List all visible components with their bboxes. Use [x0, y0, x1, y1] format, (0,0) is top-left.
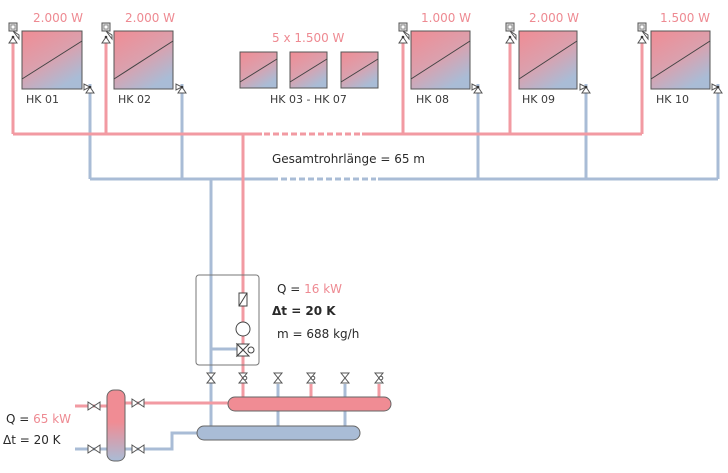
shutoff-valve-icon[interactable] [272, 372, 284, 384]
radiator-diagonal [239, 58, 278, 83]
radiator-diagonal [289, 58, 328, 83]
buffer-tank[interactable] [106, 389, 126, 462]
radiator-power: 2.000 W [529, 11, 579, 25]
source-heat-load: Q = 65 kW [6, 412, 71, 426]
pipe-length-label: Gesamtrohrlänge = 65 m [272, 152, 425, 166]
pump-group[interactable] [195, 274, 260, 366]
return-tank-to-manifold [124, 431, 197, 451]
radiator-label: HK 01 [26, 93, 59, 106]
thermostat-valve-icon[interactable] [8, 22, 20, 44]
thermostat-valve-icon[interactable] [505, 22, 517, 44]
radiator-power: 2.000 W [33, 11, 83, 25]
thermostat-valve-icon[interactable] [101, 22, 113, 44]
shutoff-valve-icon[interactable] [339, 372, 351, 384]
return-valve-icon[interactable] [579, 83, 591, 94]
radiator-valves [8, 22, 723, 94]
shutoff-valve-icon[interactable] [205, 372, 217, 384]
mixing-valve-icon [235, 342, 255, 358]
pump-icon [235, 321, 251, 337]
radiator-label: HK 08 [416, 93, 449, 106]
radiator-diagonal [410, 40, 471, 80]
thermostat-valve-icon[interactable] [398, 22, 410, 44]
check-valve-icon [238, 292, 248, 307]
circuit-info: Q = 16 kW Δt = 20 K m = 688 kg/h [272, 282, 359, 341]
source-info: Q = 65 kW Δt = 20 K [3, 412, 71, 447]
radiator-hk01[interactable]: 2.000 W HK 01 [21, 11, 83, 106]
return-pipe-network [75, 84, 720, 451]
supply-manifold[interactable] [227, 396, 392, 412]
radiator-label: HK 10 [656, 93, 689, 106]
thermostat-valve-icon[interactable] [637, 22, 649, 44]
shutoff-valve-icon[interactable] [87, 401, 101, 411]
radiator-hk08[interactable]: 1.000 W HK 08 [410, 11, 471, 106]
shutoff-valve-icon[interactable] [87, 444, 101, 454]
return-valve-icon[interactable] [471, 83, 483, 94]
radiator-diagonal [340, 58, 379, 83]
tank-valves [87, 398, 145, 454]
radiator-hk02[interactable]: 2.000 W HK 02 [113, 11, 175, 106]
radiator-hk09[interactable]: 2.000 W HK 09 [518, 11, 579, 106]
pump-group-housing [195, 274, 260, 366]
return-valve-icon[interactable] [83, 83, 95, 94]
radiator-hk10[interactable]: 1.500 W HK 10 [650, 11, 711, 106]
shutoff-valve-icon[interactable] [131, 444, 145, 454]
radiator-group-label: HK 03 - HK 07 [270, 93, 347, 106]
radiator-label: HK 02 [118, 93, 151, 106]
return-valve-icon[interactable] [711, 83, 723, 94]
radiator-power: 1.000 W [421, 11, 471, 25]
radiator-power: 1.500 W [660, 11, 710, 25]
circuit-temperature-difference: Δt = 20 K [272, 304, 336, 318]
radiator-power: 2.000 W [125, 11, 175, 25]
radiator-diagonal [113, 40, 174, 80]
radiator-group-hk03-hk07[interactable]: 5 x 1.500 W HK 03 - HK 07 [239, 31, 379, 106]
shutoff-valve-icon[interactable] [305, 372, 317, 384]
circuit-heat-load: Q = 16 kW [277, 282, 342, 296]
radiator-group-power: 5 x 1.500 W [272, 31, 345, 45]
radiator-diagonal [21, 40, 83, 80]
radiator-diagonal [518, 40, 578, 80]
circuit-mass-flow: m = 688 kg/h [277, 327, 359, 341]
radiator-diagonal [650, 40, 711, 80]
manifold-valves [205, 372, 385, 384]
shutoff-valve-icon[interactable] [373, 372, 385, 384]
return-valve-icon[interactable] [175, 83, 187, 94]
radiator-label: HK 09 [522, 93, 555, 106]
source-temperature-difference: Δt = 20 K [3, 433, 62, 447]
shutoff-valve-icon[interactable] [237, 372, 249, 384]
return-manifold[interactable] [196, 425, 361, 441]
shutoff-valve-icon[interactable] [131, 398, 145, 408]
